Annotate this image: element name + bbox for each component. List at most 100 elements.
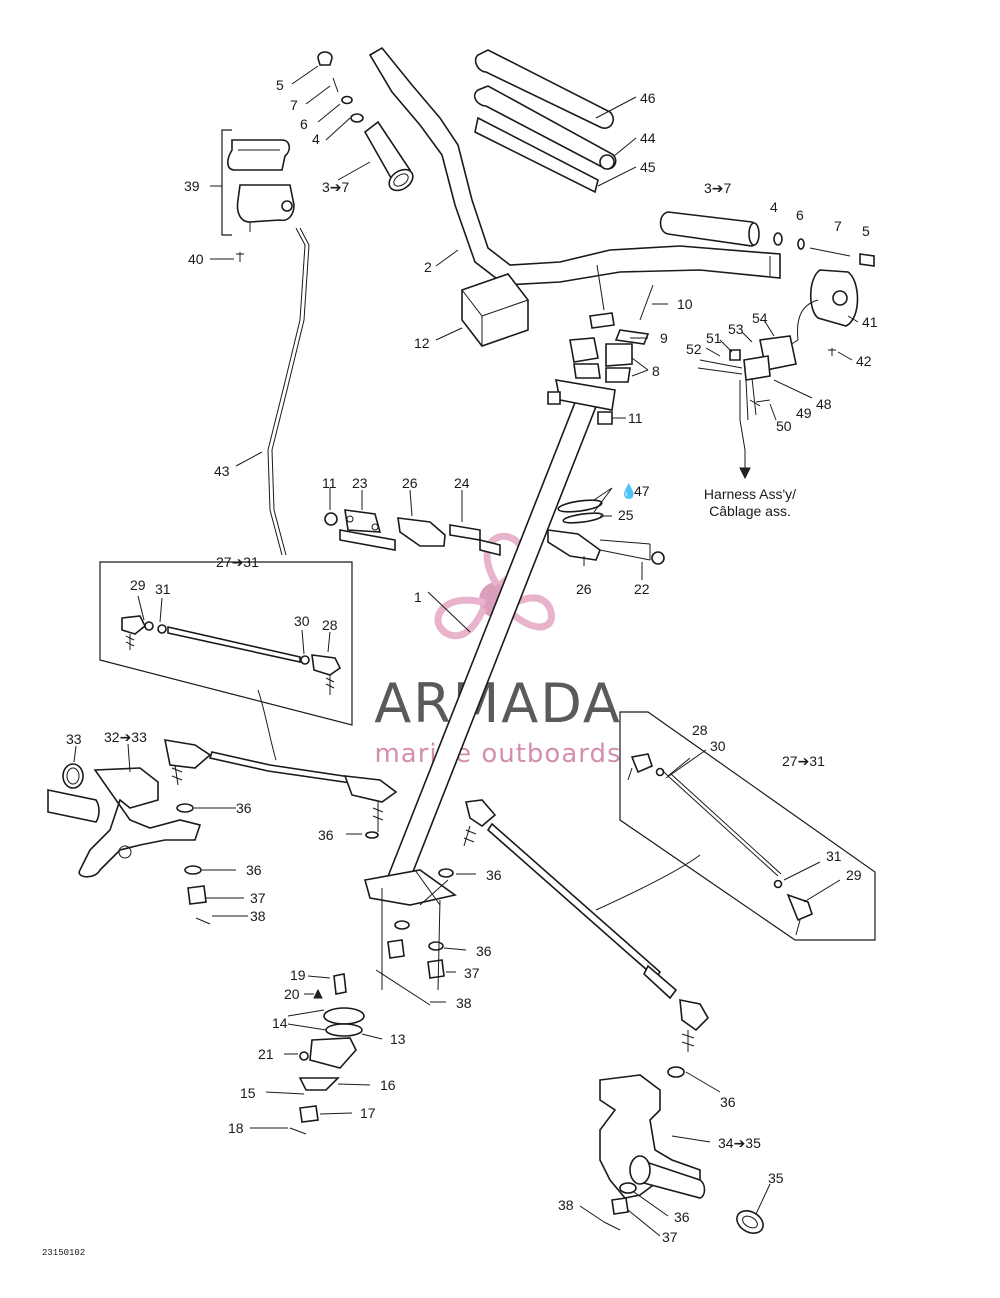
label-5-left: 5 <box>276 77 284 93</box>
right-tie-rod <box>463 799 709 1052</box>
lower-column-hardware <box>176 803 454 1135</box>
label-29-right: 29 <box>846 867 862 883</box>
watermark-tagline: marine outboards <box>374 739 621 769</box>
label-23: 23 <box>352 475 368 491</box>
kill-switch-housing <box>697 269 859 480</box>
label-36-e: 36 <box>476 943 492 959</box>
steering-arm-assembly <box>324 499 665 565</box>
label-3to7-right: 3➔7 <box>704 180 732 196</box>
label-39: 39 <box>184 178 200 194</box>
label-22: 22 <box>634 581 650 597</box>
steering-column <box>363 379 616 906</box>
label-27to31-upper: 27➔31 <box>216 554 259 570</box>
label-26-left: 26 <box>402 475 418 491</box>
label-13: 13 <box>390 1031 406 1047</box>
label-49: 49 <box>796 405 812 421</box>
label-7-right: 7 <box>834 218 842 234</box>
label-9: 9 <box>660 330 668 346</box>
label-36-f: 36 <box>720 1094 736 1110</box>
label-47-drop-icon: 💧 <box>620 483 637 500</box>
label-38-c: 38 <box>558 1197 574 1213</box>
label-31-right: 31 <box>826 848 842 864</box>
label-21: 21 <box>258 1046 274 1062</box>
label-11-lower: 11 <box>322 475 337 491</box>
label-5-right: 5 <box>862 223 870 239</box>
label-19: 19 <box>290 967 306 983</box>
label-36-g: 36 <box>674 1209 690 1225</box>
handlebar-pad <box>473 49 617 194</box>
label-32to33: 32➔33 <box>104 729 147 745</box>
label-33: 33 <box>66 731 82 747</box>
label-29-upper: 29 <box>130 577 146 593</box>
tie-rod-inset-right <box>619 711 876 941</box>
label-44: 44 <box>640 130 656 146</box>
label-38-b: 38 <box>456 995 472 1011</box>
label-30-upper: 30 <box>294 613 310 629</box>
label-36-a: 36 <box>236 800 252 816</box>
label-14: 14 <box>272 1015 288 1031</box>
label-40: 40 <box>188 251 204 267</box>
leader-lines <box>73 65 859 1237</box>
label-43: 43 <box>214 463 230 479</box>
label-28-right: 28 <box>692 722 708 738</box>
label-3to7-left: 3➔7 <box>322 179 350 195</box>
label-37-c: 37 <box>662 1229 678 1245</box>
label-51: 51 <box>706 330 722 346</box>
label-54: 54 <box>752 310 768 326</box>
label-4-right: 4 <box>770 199 778 215</box>
label-10: 10 <box>677 296 693 312</box>
watermark-brand: ARMADA <box>374 672 622 735</box>
label-41: 41 <box>862 314 878 330</box>
harness-note-line2: Câblage ass. <box>709 503 791 519</box>
drawing-code: 23150102 <box>42 1248 85 1258</box>
label-25: 25 <box>618 507 634 523</box>
label-2: 2 <box>424 259 432 275</box>
label-8: 8 <box>652 363 660 379</box>
label-27to31-right: 27➔31 <box>782 753 825 769</box>
label-17: 17 <box>360 1105 376 1121</box>
left-control-housing <box>221 129 295 262</box>
label-34to35: 34➔35 <box>718 1135 761 1151</box>
label-30-right: 30 <box>710 738 726 754</box>
tie-rod-inset-upper <box>99 561 353 726</box>
throttle-cable <box>267 227 310 556</box>
label-24: 24 <box>454 475 470 491</box>
left-grip <box>317 51 414 192</box>
label-16: 16 <box>380 1077 396 1093</box>
label-20: 20 <box>284 986 300 1002</box>
label-11-upper: 11 <box>628 410 643 426</box>
label-18: 18 <box>228 1120 244 1136</box>
label-4-left: 4 <box>312 131 320 147</box>
part-labels: 46 44 45 5 7 6 4 3➔7 39 40 2 3➔7 4 6 7 5… <box>66 77 878 1245</box>
label-48: 48 <box>816 396 832 412</box>
upper-bracket <box>547 264 654 425</box>
label-46: 46 <box>640 90 656 106</box>
label-36-b: 36 <box>318 827 334 843</box>
label-38-a: 38 <box>250 908 266 924</box>
label-36-c: 36 <box>246 862 262 878</box>
label-7-left: 7 <box>290 97 298 113</box>
label-37-a: 37 <box>250 890 266 906</box>
label-26-right: 26 <box>576 581 592 597</box>
label-42: 42 <box>856 353 872 369</box>
label-50: 50 <box>776 418 792 434</box>
right-spindle <box>599 1066 764 1234</box>
label-52: 52 <box>686 341 702 357</box>
label-47: 47 <box>634 483 650 499</box>
label-15: 15 <box>240 1085 256 1101</box>
label-6-right: 6 <box>796 207 804 223</box>
column-boot <box>461 273 529 347</box>
label-37-b: 37 <box>464 965 480 981</box>
harness-note-line1: Harness Ass'y/ <box>704 486 796 502</box>
label-31-upper: 31 <box>155 581 171 597</box>
label-53: 53 <box>728 321 744 337</box>
label-35: 35 <box>768 1170 784 1186</box>
label-45: 45 <box>640 159 656 175</box>
label-28-upper: 28 <box>322 617 338 633</box>
label-6-left: 6 <box>300 116 308 132</box>
left-spindle <box>47 739 398 878</box>
right-grip <box>659 211 875 267</box>
label-1: 1 <box>414 589 422 605</box>
handlebar <box>368 46 781 286</box>
